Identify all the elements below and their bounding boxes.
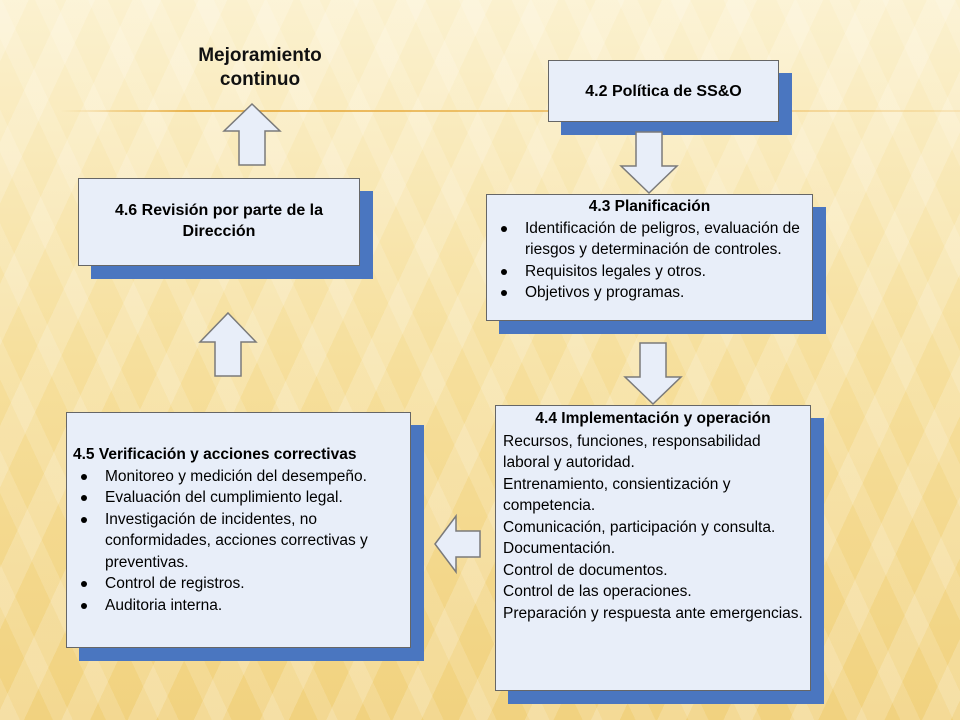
implementacion-line: Entrenamiento, consientización y compete… xyxy=(503,475,731,515)
planificacion-title: 4.3 Planificación xyxy=(588,198,711,215)
arrow-left-icon xyxy=(434,513,481,575)
implementacion-title: 4.4 Implementación y operación xyxy=(535,410,771,427)
verificacion-item: Auditoria interna. xyxy=(73,595,404,617)
heading-line-1: Mejoramiento xyxy=(198,45,322,66)
box-verificacion: 4.5 Verificación y acciones correctivas … xyxy=(66,412,411,648)
box-politica: 4.2 Política de SS&O xyxy=(548,60,779,122)
verificacion-list: Monitoreo y medición del desempeño. Eval… xyxy=(73,466,404,617)
arrow-down-icon xyxy=(619,131,679,195)
arrow-up-icon xyxy=(222,102,282,166)
box-implementacion: 4.4 Implementación y operación Recursos,… xyxy=(495,405,811,691)
planificacion-item: Identificación de peligros, evaluación d… xyxy=(493,218,806,261)
implementacion-line: Recursos, funciones, responsabilidad lab… xyxy=(503,432,761,472)
planificacion-list: Identificación de peligros, evaluación d… xyxy=(493,218,806,304)
implementacion-line: Preparación y respuesta ante emergencias… xyxy=(503,604,803,622)
verificacion-title: 4.5 Verificación y acciones correctivas xyxy=(73,446,357,463)
arrow-down-icon xyxy=(623,342,683,406)
implementacion-line: Control de documentos. xyxy=(503,561,668,579)
implementacion-line: Comunicación, participación y consulta. xyxy=(503,518,776,536)
politica-title: 4.2 Política de SS&O xyxy=(585,82,742,100)
heading-line-2: continuo xyxy=(219,69,301,90)
verificacion-item: Monitoreo y medición del desempeño. xyxy=(73,466,404,488)
mejoramiento-continuo-heading: Mejoramiento continuo xyxy=(170,44,350,92)
verificacion-item: Evaluación del cumplimiento legal. xyxy=(73,487,404,509)
planificacion-item: Objetivos y programas. xyxy=(493,282,806,304)
verificacion-item: Investigación de incidentes, no conformi… xyxy=(73,509,404,574)
implementacion-line: Control de las operaciones. xyxy=(503,583,692,600)
box-planificacion: 4.3 Planificación Identificación de peli… xyxy=(486,194,813,321)
planificacion-item: Requisitos legales y otros. xyxy=(493,261,806,283)
verificacion-item: Control de registros. xyxy=(73,573,404,595)
decorative-top-line xyxy=(60,110,960,112)
revision-title: 4.6 Revisión por parte de la Dirección xyxy=(114,202,324,240)
arrow-up-icon xyxy=(198,311,258,377)
implementacion-line: Documentación. xyxy=(503,540,616,557)
box-revision: 4.6 Revisión por parte de la Dirección xyxy=(78,178,360,266)
